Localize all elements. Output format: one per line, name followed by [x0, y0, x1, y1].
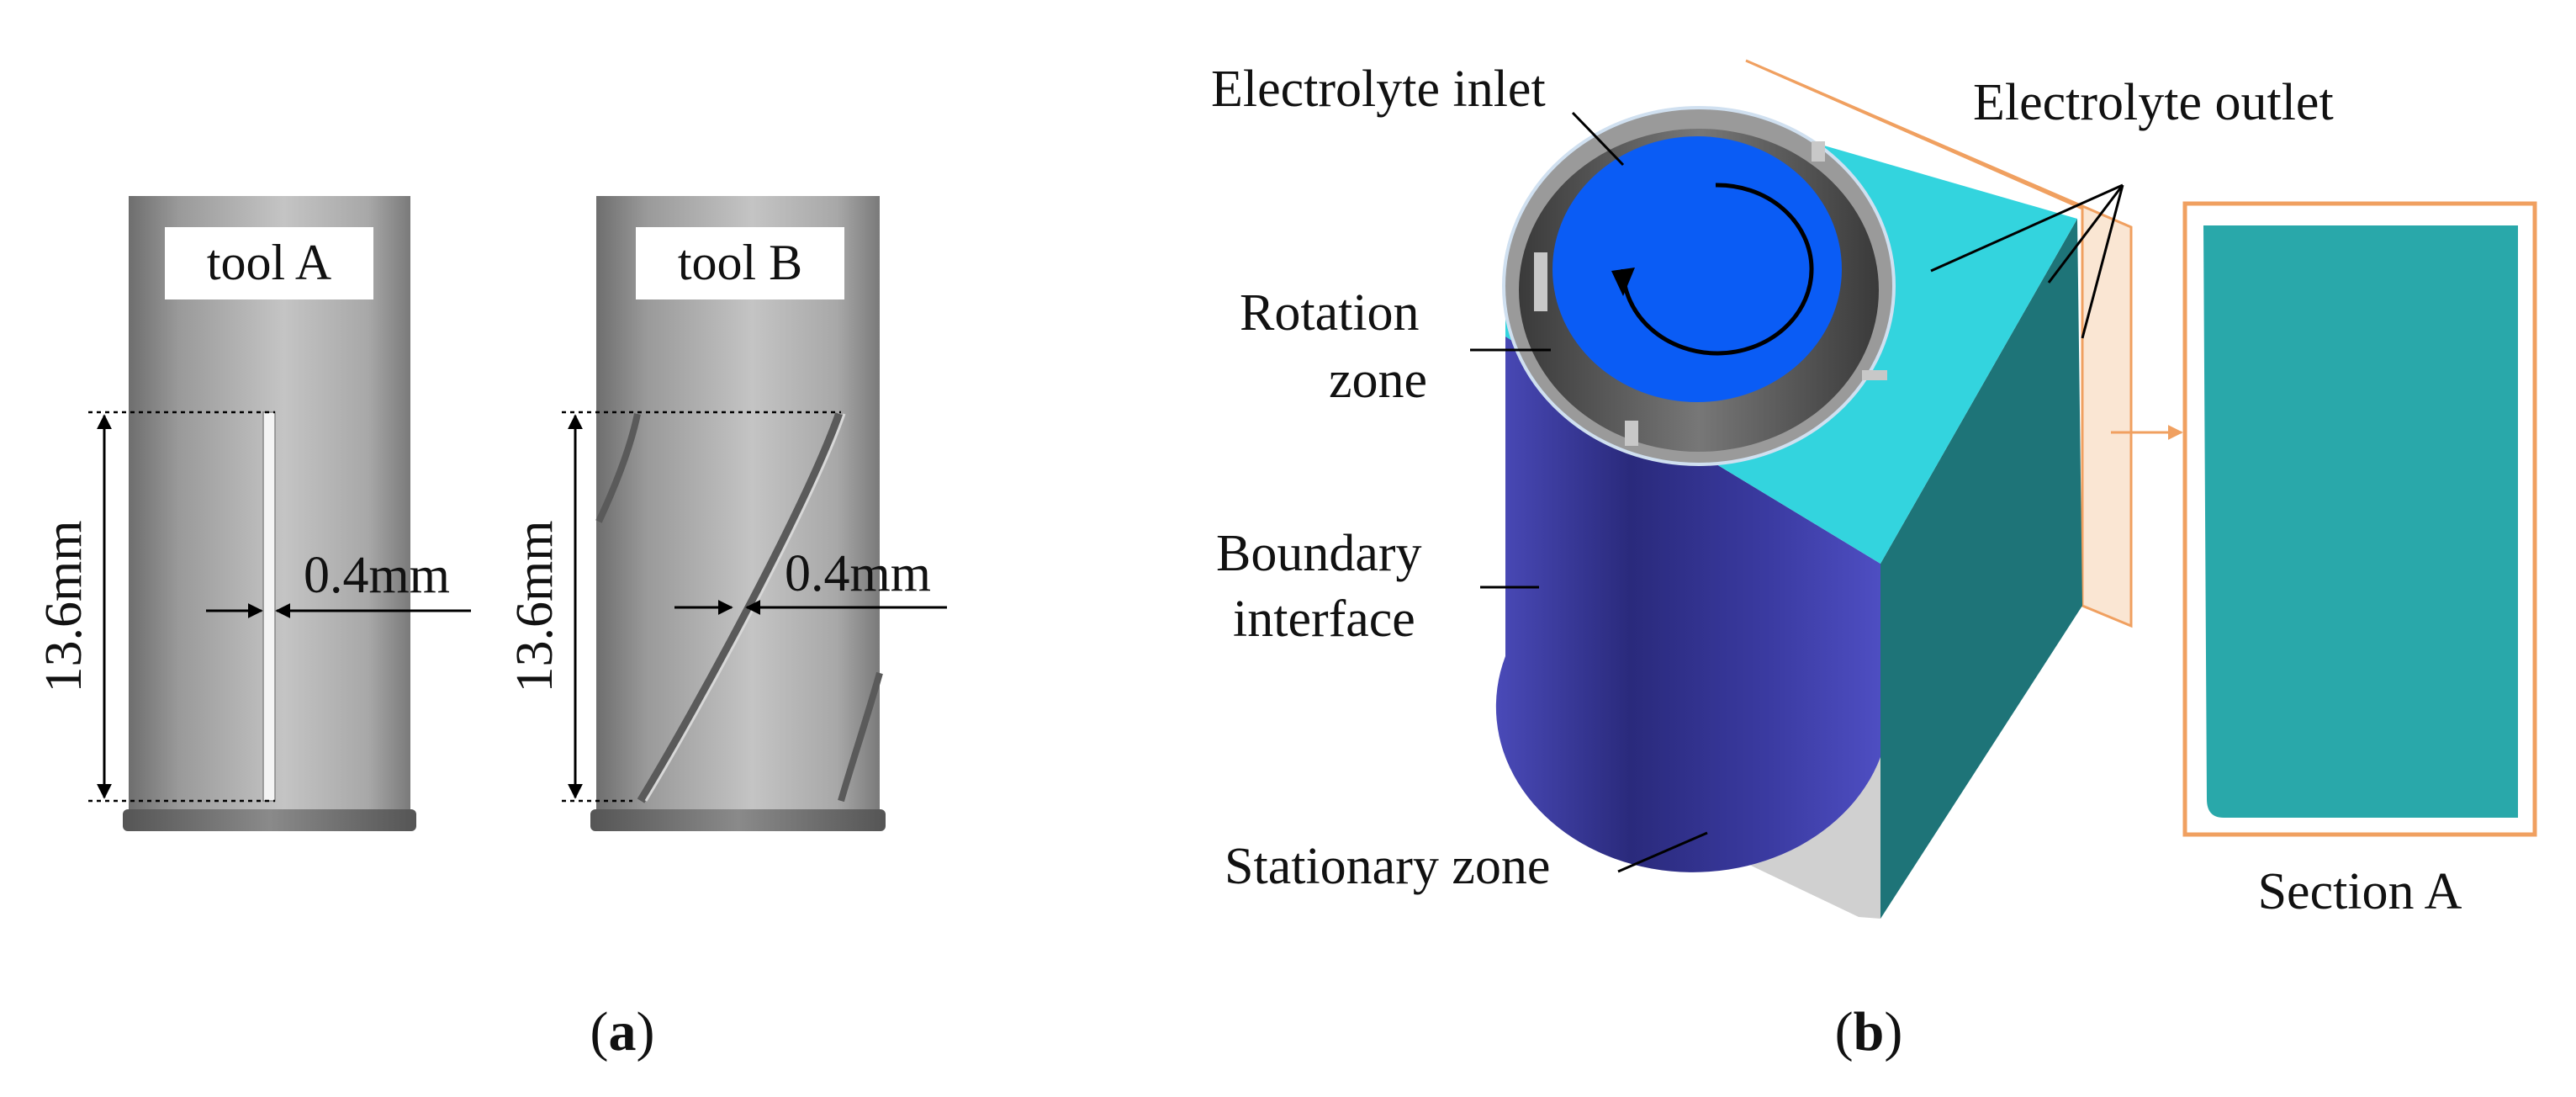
tool-a-length-label: 13.6mm	[35, 521, 93, 693]
leader-outlet-1	[1930, 183, 2124, 273]
label-electrolyte-inlet: Electrolyte inlet	[1211, 61, 1546, 118]
tool-b-label: tool B	[678, 235, 802, 290]
panel-a: tool A 13.6mm 0.4mm tool B	[35, 196, 947, 1063]
section-a-fill	[2203, 225, 2518, 818]
section-plane	[1745, 59, 2133, 628]
leader-stationary	[1617, 831, 1708, 873]
tool-b-length-label: 13.6mm	[506, 521, 563, 693]
label-boundary-line1: Boundary	[1216, 525, 1422, 582]
label-section-a: Section A	[2258, 863, 2462, 920]
tool-a-label-box	[165, 227, 373, 299]
panel-b: Electrolyte inlet Electrolyte outlet Rot…	[1211, 59, 2537, 1063]
tool-b-base	[590, 809, 886, 831]
tool-b-width-label: 0.4mm	[785, 545, 931, 602]
label-rotation-line1: Rotation	[1240, 284, 1420, 342]
tool-a-slot	[262, 411, 276, 802]
tool-a-width-label: 0.4mm	[304, 547, 450, 604]
boundary-interface-cylinder	[1495, 337, 1880, 872]
panel-b-caption: (b)	[1835, 1001, 1903, 1063]
tool-a: tool A 13.6mm 0.4mm	[35, 196, 471, 831]
electrolyte-inlet-disc	[1552, 136, 1842, 402]
tool-a-base	[123, 809, 416, 831]
tool-b: tool B 13.6mm 0.4mm	[506, 196, 947, 831]
spoke-left	[1534, 252, 1547, 311]
rotation-arrow-head	[1611, 268, 1635, 296]
rotation-arrow	[1621, 183, 1814, 356]
rotation-zone-spokes	[1534, 141, 1887, 446]
leader-outlet-2	[2047, 184, 2124, 284]
tool-b-label-box	[636, 227, 844, 299]
panel-a-caption-letter: a	[609, 1001, 637, 1063]
outlet-side-face	[1880, 219, 2082, 919]
helical-slot-3	[838, 671, 883, 803]
spoke-right	[1862, 370, 1887, 380]
panel-b-caption-letter: b	[1854, 1001, 1885, 1063]
leader-inlet	[1571, 111, 1625, 167]
label-electrolyte-outlet: Electrolyte outlet	[1973, 74, 2334, 131]
panel-a-caption: (a)	[590, 1001, 655, 1063]
spoke-bottom	[1625, 421, 1638, 446]
helical-slot-2	[595, 413, 641, 523]
leader-outlet-3	[2081, 184, 2124, 339]
spoke-top	[1812, 141, 1825, 162]
label-boundary-line2: interface	[1233, 591, 1415, 648]
tool-a-label: tool A	[207, 235, 331, 290]
label-stationary-zone: Stationary zone	[1225, 838, 1550, 895]
label-rotation-line2: zone	[1329, 352, 1427, 409]
